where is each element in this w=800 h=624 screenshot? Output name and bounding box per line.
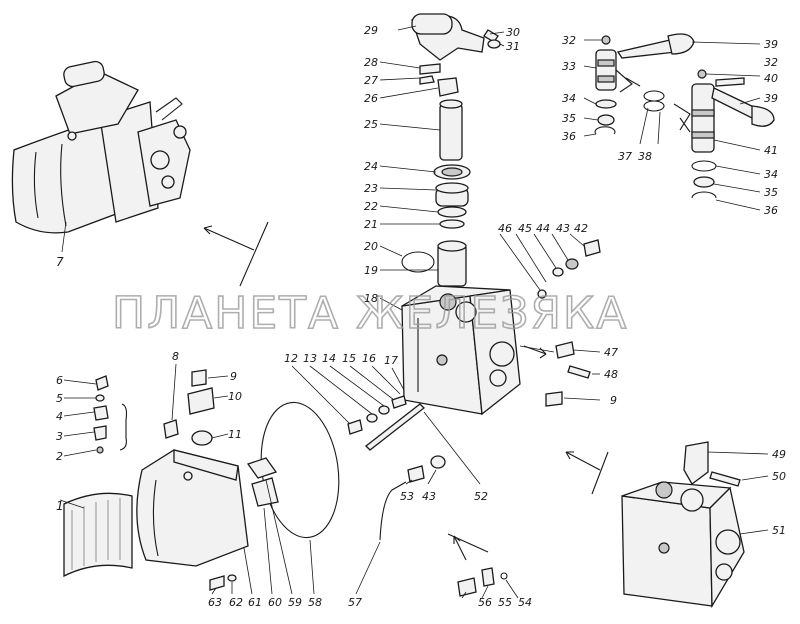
label-part-36-right: 36 xyxy=(764,204,778,217)
label-part-27: 27 xyxy=(364,74,378,87)
label-part-30: 30 xyxy=(506,26,520,39)
label-part-33: 33 xyxy=(562,60,576,73)
label-part-63: 63 xyxy=(208,596,222,609)
label-part-43-top: 43 xyxy=(556,222,570,235)
label-part-45: 45 xyxy=(518,222,532,235)
valve-stack-drawing xyxy=(379,13,505,311)
label-part-49: 49 xyxy=(772,448,786,461)
label-part-40: 40 xyxy=(764,72,778,85)
label-part-32-right: 32 xyxy=(764,56,778,69)
label-part-37: 37 xyxy=(618,150,632,163)
label-part-43-bottom: 43 xyxy=(422,490,436,503)
label-part-4: 4 xyxy=(56,410,63,423)
parts-54-57-drawing xyxy=(355,481,519,599)
label-part-57: 57 xyxy=(348,596,362,609)
label-part-47: 47 xyxy=(604,346,618,359)
label-part-14: 14 xyxy=(322,352,336,365)
label-part-61: 61 xyxy=(248,596,262,609)
label-part-32-left: 32 xyxy=(562,34,576,47)
valve-body-51-drawing xyxy=(621,441,769,609)
label-part-39-mid: 39 xyxy=(764,92,778,105)
label-part-53: 53 xyxy=(400,490,414,503)
label-part-39-top: 39 xyxy=(764,38,778,51)
label-part-38: 38 xyxy=(638,150,652,163)
part-number-labels: 1 2 3 4 5 6 7 8 9 10 11 12 13 14 15 16 1… xyxy=(56,24,786,609)
watermark: ПЛАНЕТА ЖЕЛЕЗЯКА xyxy=(112,288,628,339)
label-part-62: 62 xyxy=(229,596,243,609)
label-part-28: 28 xyxy=(364,56,378,69)
label-part-35-left: 35 xyxy=(562,112,576,125)
label-part-31: 31 xyxy=(506,40,520,53)
label-part-15: 15 xyxy=(342,352,356,365)
label-part-42: 42 xyxy=(574,222,588,235)
label-part-1: 1 xyxy=(56,499,64,513)
label-part-41: 41 xyxy=(764,144,778,157)
label-part-36-left: 36 xyxy=(562,130,576,143)
label-part-46: 46 xyxy=(498,222,512,235)
label-part-7: 7 xyxy=(56,255,64,269)
label-part-44: 44 xyxy=(536,222,550,235)
label-part-51: 51 xyxy=(772,524,786,537)
label-part-9-right: 9 xyxy=(610,394,617,407)
label-part-6: 6 xyxy=(56,374,63,387)
label-part-5: 5 xyxy=(56,392,63,405)
handle-assemblies-drawing xyxy=(583,33,775,211)
label-part-34-left: 34 xyxy=(562,92,576,105)
label-part-58: 58 xyxy=(308,596,322,609)
assembled-pump-drawing xyxy=(11,60,191,253)
label-part-60: 60 xyxy=(268,596,282,609)
label-part-52: 52 xyxy=(474,490,488,503)
label-part-55: 55 xyxy=(498,596,512,609)
label-part-22: 22 xyxy=(364,200,378,213)
label-part-35-right: 35 xyxy=(764,186,778,199)
label-part-8: 8 xyxy=(172,350,179,363)
label-part-2: 2 xyxy=(56,450,63,463)
label-part-11: 11 xyxy=(228,428,242,441)
assembly-direction-arrows xyxy=(203,77,691,561)
spool-parts-drawing xyxy=(291,365,481,485)
label-part-59: 59 xyxy=(288,596,302,609)
label-part-13: 13 xyxy=(303,352,317,365)
label-part-23: 23 xyxy=(364,182,378,195)
label-part-24: 24 xyxy=(364,160,378,173)
label-part-26: 26 xyxy=(364,92,378,105)
label-part-12: 12 xyxy=(284,352,298,365)
label-part-50: 50 xyxy=(772,470,786,483)
label-part-17: 17 xyxy=(384,354,398,367)
label-part-54: 54 xyxy=(518,596,532,609)
label-part-21: 21 xyxy=(364,218,378,231)
label-part-20: 20 xyxy=(364,240,378,253)
valve-body-drawing xyxy=(401,285,521,416)
label-part-34-right: 34 xyxy=(764,168,778,181)
label-part-19: 19 xyxy=(364,264,378,277)
label-part-9-top: 9 xyxy=(230,370,237,383)
label-part-10: 10 xyxy=(228,390,242,403)
label-part-25: 25 xyxy=(364,118,378,131)
label-part-18: 18 xyxy=(364,292,378,305)
fittings-42-48-drawing xyxy=(499,233,601,407)
label-part-48: 48 xyxy=(604,368,618,381)
reservoir-parts-drawing xyxy=(59,363,340,595)
label-part-56: 56 xyxy=(478,596,492,609)
label-part-3: 3 xyxy=(56,430,63,443)
label-part-29: 29 xyxy=(364,24,378,37)
label-part-16: 16 xyxy=(362,352,376,365)
